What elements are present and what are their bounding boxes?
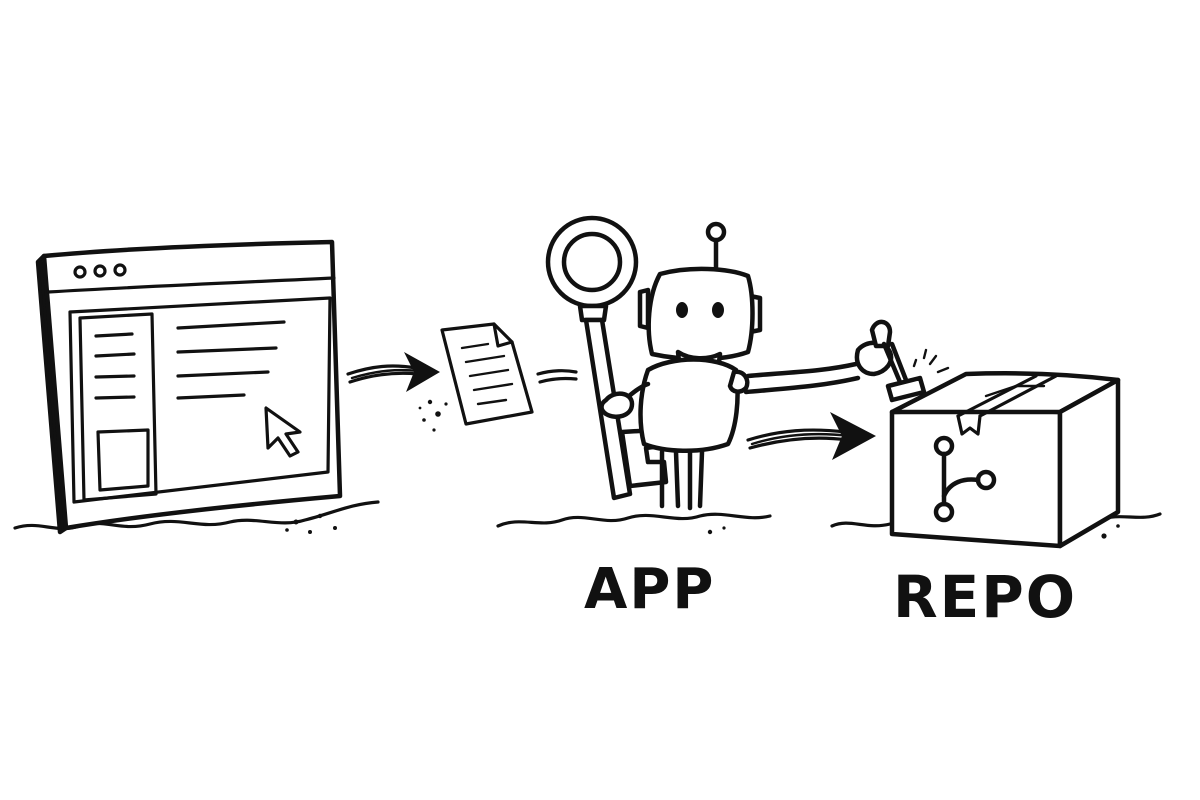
mouse-cursor-icon: [264, 406, 302, 458]
repo-label: REPO: [893, 563, 1078, 631]
robot-icon: [599, 221, 894, 511]
git-branch-icon: [933, 435, 997, 523]
package-box-icon: [830, 371, 1162, 549]
browser-window-icon: [13, 239, 380, 535]
robot-ground: [496, 512, 772, 535]
motion-lines: [536, 369, 578, 384]
stamp-icon: [869, 319, 950, 403]
document-icon: [418, 322, 534, 432]
key-icon: [545, 215, 669, 501]
arrow-right-icon: [346, 352, 440, 392]
app-label: APP: [584, 557, 716, 622]
arrow-right-icon: [746, 412, 876, 460]
